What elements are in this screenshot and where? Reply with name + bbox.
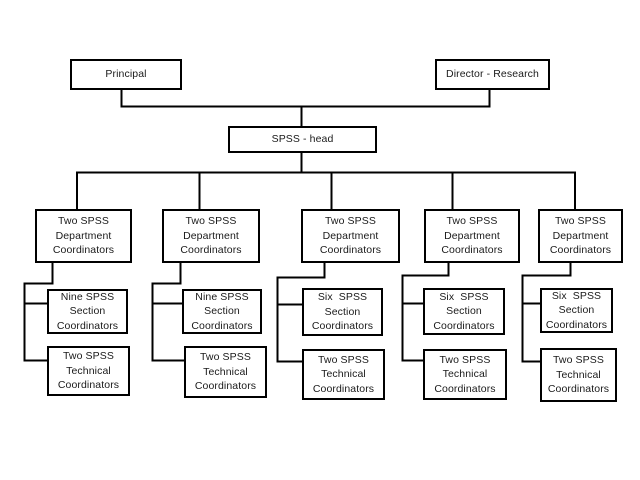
node-director-research-label: Director - Research <box>446 68 539 81</box>
node-technical-coordinators-5-label: Two SPSS Technical Coordinators <box>547 354 610 396</box>
node-section-coordinators-1: Nine SPSS Section Coordinators <box>47 289 128 334</box>
node-section-coordinators-4: Six SPSS Section Coordinators <box>423 288 505 335</box>
node-section-coordinators-4-label: Six SPSS Section Coordinators <box>433 290 495 332</box>
node-technical-coordinators-3-label: Two SPSS Technical Coordinators <box>312 353 375 395</box>
node-technical-coordinators-3: Two SPSS Technical Coordinators <box>302 349 385 400</box>
node-section-coordinators-2: Nine SPSS Section Coordinators <box>182 289 262 334</box>
node-technical-coordinators-2: Two SPSS Technical Coordinators <box>184 346 267 398</box>
edge-subtree-1-trunk <box>23 263 54 362</box>
edge-subtree-5-trunk <box>521 263 572 363</box>
node-department-coordinators-3: Two SPSS Department Coordinators <box>301 209 400 263</box>
node-department-coordinators-5: Two SPSS Department Coordinators <box>538 209 623 263</box>
edge-subtree-2-trunk <box>151 263 185 362</box>
node-technical-coordinators-2-label: Two SPSS Technical Coordinators <box>194 351 257 393</box>
node-department-coordinators-2: Two SPSS Department Coordinators <box>162 209 260 263</box>
node-department-coordinators-3-label: Two SPSS Department Coordinators <box>319 215 382 257</box>
node-section-coordinators-5: Six SPSS Section Coordinators <box>540 288 613 333</box>
node-technical-coordinators-1-label: Two SPSS Technical Coordinators <box>57 350 120 392</box>
node-technical-coordinators-4-label: Two SPSS Technical Coordinators <box>434 353 496 395</box>
edge-subtree-3-trunk <box>276 263 326 363</box>
node-department-coordinators-1-label: Two SPSS Department Coordinators <box>52 215 115 257</box>
edge-subtree-4-trunk <box>401 263 450 362</box>
node-department-coordinators-1: Two SPSS Department Coordinators <box>35 209 132 263</box>
node-section-coordinators-3-label: Six SPSS Section Coordinators <box>311 291 374 333</box>
node-principal: Principal <box>70 59 182 90</box>
node-technical-coordinators-5: Two SPSS Technical Coordinators <box>540 348 617 402</box>
node-department-coordinators-4: Two SPSS Department Coordinators <box>424 209 520 263</box>
edge-principal-director-tee <box>120 90 491 108</box>
node-section-coordinators-1-label: Nine SPSS Section Coordinators <box>56 290 119 332</box>
node-department-coordinators-4-label: Two SPSS Department Coordinators <box>441 215 503 257</box>
node-technical-coordinators-1: Two SPSS Technical Coordinators <box>47 346 130 396</box>
node-principal-label: Principal <box>105 68 147 81</box>
node-department-coordinators-2-label: Two SPSS Department Coordinators <box>180 215 242 257</box>
node-technical-coordinators-4: Two SPSS Technical Coordinators <box>423 349 507 400</box>
node-section-coordinators-5-label: Six SPSS Section Coordinators <box>545 289 608 331</box>
node-spss-head: SPSS - head <box>228 126 377 153</box>
edge-department-rail <box>76 171 576 209</box>
node-section-coordinators-2-label: Nine SPSS Section Coordinators <box>191 290 253 332</box>
node-director-research: Director - Research <box>435 59 550 90</box>
node-spss-head-label: SPSS - head <box>271 133 334 146</box>
node-department-coordinators-5-label: Two SPSS Department Coordinators <box>549 215 612 257</box>
node-section-coordinators-3: Six SPSS Section Coordinators <box>302 288 383 336</box>
